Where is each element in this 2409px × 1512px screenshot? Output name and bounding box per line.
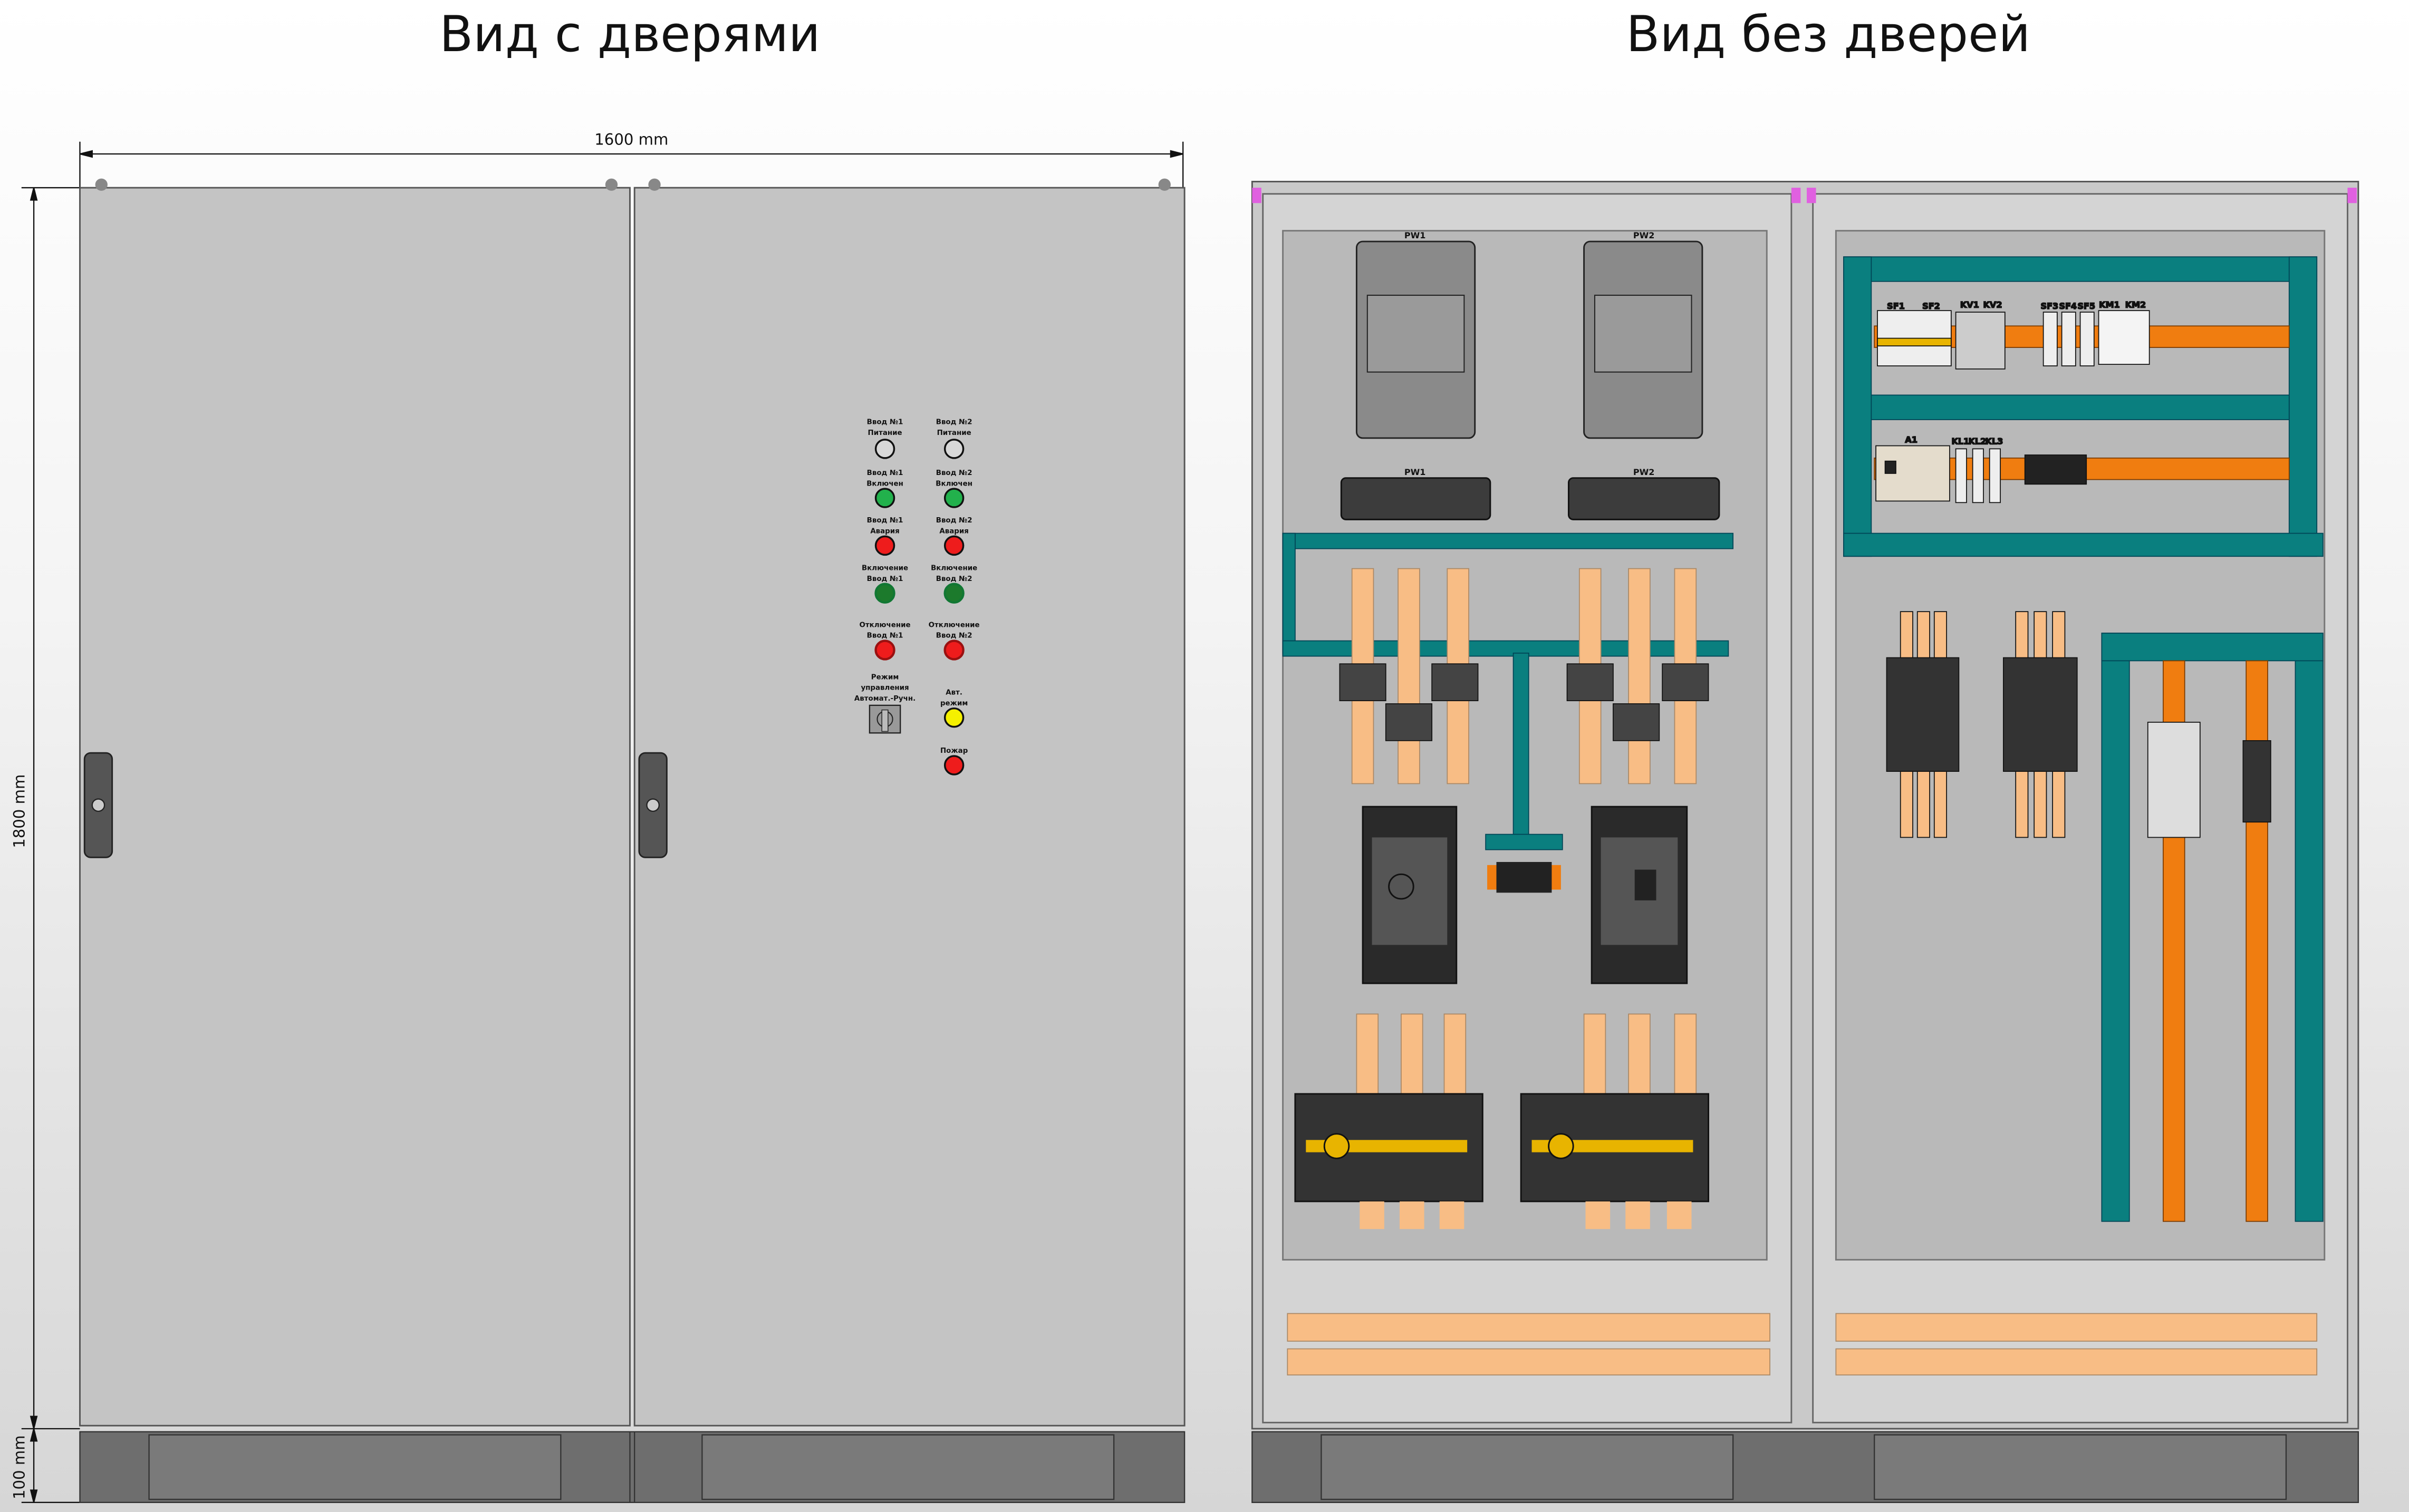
rail1-devices: SF1 SF2 KV1 KV2 SF3 SF4 SF5 KM1 KM2 <box>1877 299 2150 370</box>
label-kv1: KV1 <box>1960 299 1979 309</box>
dimension-width-label: 1600 mm <box>594 131 668 149</box>
lamp-in2-fault: Ввод №2 Авария <box>936 517 972 556</box>
svg-text:Авария: Авария <box>870 528 899 536</box>
svg-text:Включение: Включение <box>931 564 977 572</box>
plinth-right <box>1251 1431 2359 1504</box>
cabinet-with-doors <box>79 178 1186 1504</box>
lamp-fire: Пожар <box>940 747 968 776</box>
svg-text:Пожар: Пожар <box>940 747 968 755</box>
current-transformers <box>1339 663 1709 741</box>
title-with-doors: Вид с дверями <box>439 5 820 63</box>
svg-text:Ввод №1: Ввод №1 <box>867 575 903 583</box>
title-without-doors: Вид без дверей <box>1626 5 2031 63</box>
svg-text:PW2: PW2 <box>1633 467 1655 477</box>
dimension-height <box>21 187 80 1504</box>
breakers-right <box>1886 611 2078 838</box>
lamp-in2-power: Ввод №2 Питание <box>936 419 972 459</box>
rail2-devices: A1 KL1 KL2 KL3 <box>1875 434 2087 503</box>
svg-text:Включен: Включен <box>936 480 972 488</box>
switch-disconnector-2[interactable] <box>1520 1093 1710 1229</box>
svg-text:PW2: PW2 <box>1633 230 1655 240</box>
mode-selector-switch[interactable]: Режим управления Автомат.-Ручн. <box>854 673 916 734</box>
label-sf5: SF5 <box>2077 301 2095 311</box>
cabinet-without-doors: PW1 PW2 PW1 PW2 <box>1251 180 2359 1504</box>
svg-text:Отключение: Отключение <box>929 621 980 629</box>
svg-text:Питание: Питание <box>868 429 902 437</box>
lamp-auto-mode: Авт. режим <box>940 689 968 728</box>
lamp-in1-on: Ввод №1 Включен <box>866 469 903 508</box>
svg-text:Ввод №2: Ввод №2 <box>936 517 972 525</box>
label-kl1: KL1 <box>1951 437 1969 447</box>
circuit-breaker-qf2 <box>1591 806 1688 984</box>
teal-frame-right <box>1843 256 2324 1222</box>
switch-disconnector-1[interactable] <box>1294 1093 1483 1229</box>
power-meter-pw2-top: PW2 <box>1583 230 1703 439</box>
lamp-in1-power: Ввод №1 Питание <box>867 419 903 459</box>
svg-text:Ввод №1: Ввод №1 <box>867 517 903 525</box>
svg-text:Ввод №2: Ввод №2 <box>936 632 972 640</box>
dimension-plinth-label: 100 mm <box>11 1435 28 1499</box>
svg-text:режим: режим <box>940 700 968 707</box>
svg-text:Ввод №1: Ввод №1 <box>867 419 903 427</box>
lamp-in2-on: Ввод №2 Включен <box>936 469 972 508</box>
label-sf3: SF3 <box>2040 301 2058 311</box>
label-kl2: KL2 <box>1968 437 1986 447</box>
terminal-blocks-right <box>2147 722 2271 838</box>
svg-text:Ввод №1: Ввод №1 <box>867 469 903 477</box>
display-pw1: PW1 <box>1340 467 1491 520</box>
svg-text:PW1: PW1 <box>1404 467 1426 477</box>
svg-text:управления: управления <box>861 684 909 692</box>
door-left[interactable] <box>79 187 631 1427</box>
svg-text:Отключение: Отключение <box>860 621 911 629</box>
svg-text:Авария: Авария <box>939 528 968 536</box>
plinth-left <box>79 1431 1186 1504</box>
dimension-height-label: 1800 mm <box>11 774 28 848</box>
svg-text:Автомат.-Ручн.: Автомат.-Ручн. <box>854 695 916 703</box>
teal-support-bars-left <box>1282 532 1734 850</box>
svg-text:Ввод №2: Ввод №2 <box>936 575 972 583</box>
label-kv2: KV2 <box>1983 299 2002 309</box>
svg-text:Авт.: Авт. <box>946 689 962 696</box>
svg-text:PW1: PW1 <box>1404 230 1426 240</box>
door-right[interactable] <box>633 187 1186 1427</box>
door-handle-left[interactable] <box>83 752 113 858</box>
svg-text:Ввод №2: Ввод №2 <box>936 469 972 477</box>
svg-text:Питание: Питание <box>937 429 971 437</box>
svg-text:Включение: Включение <box>862 564 908 572</box>
label-sf1: SF1 <box>1887 301 1905 311</box>
label-kl3: KL3 <box>1986 437 2003 447</box>
svg-text:Режим: Режим <box>871 673 899 681</box>
circuit-breaker-qf1 <box>1362 806 1458 984</box>
label-a1: A1 <box>1905 435 1917 445</box>
label-km2: KM2 <box>2125 299 2146 309</box>
terminal-block-center <box>1487 862 1561 893</box>
power-meter-pw1-top: PW1 <box>1355 230 1476 439</box>
svg-text:Ввод №1: Ввод №1 <box>867 632 903 640</box>
door-handle-right[interactable] <box>638 752 668 858</box>
display-pw2: PW2 <box>1567 467 1720 520</box>
dimension-width <box>79 141 1184 188</box>
label-sf2: SF2 <box>1922 301 1940 311</box>
svg-text:Ввод №2: Ввод №2 <box>936 419 972 427</box>
lamp-in1-fault: Ввод №1 Авария <box>867 517 903 556</box>
svg-text:Включен: Включен <box>866 480 903 488</box>
label-sf4: SF4 <box>2059 301 2077 311</box>
label-km1: KM1 <box>2099 299 2120 309</box>
